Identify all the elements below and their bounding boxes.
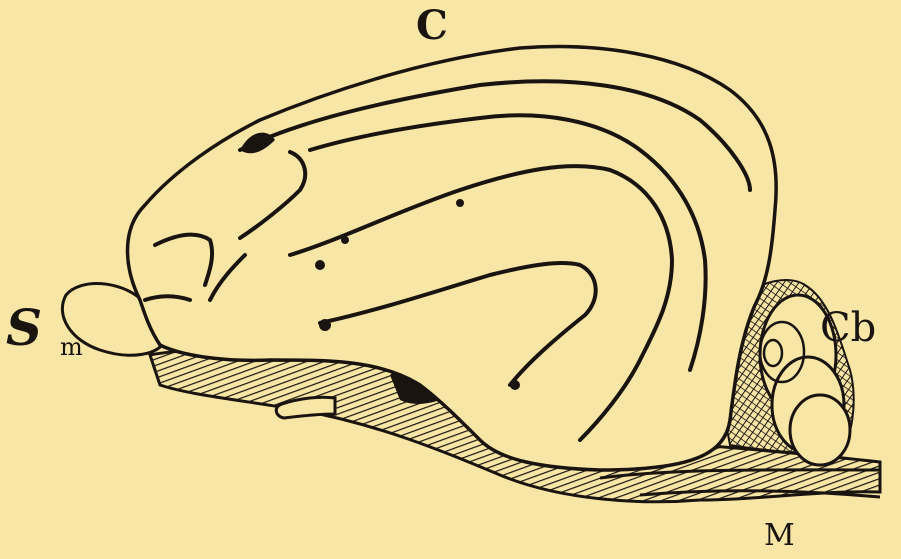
label-medulla: M <box>764 521 795 551</box>
label-smell-m: m <box>60 335 83 359</box>
cerebral-hemisphere <box>128 47 777 470</box>
label-cerebellum: Cb <box>820 308 876 348</box>
label-cerebrum: C <box>416 6 448 46</box>
label-smell-s: S <box>6 303 42 353</box>
